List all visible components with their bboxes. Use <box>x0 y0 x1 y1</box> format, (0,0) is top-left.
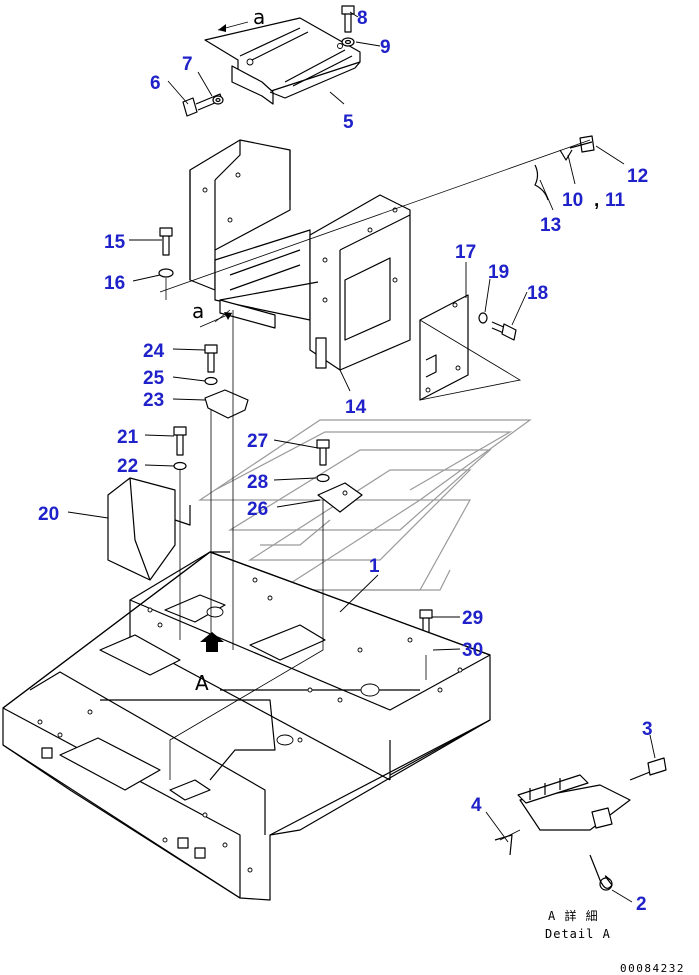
separator: , <box>594 190 599 211</box>
washer-part-19 <box>478 312 488 324</box>
callout-30: 30 <box>462 640 483 661</box>
callout-9: 9 <box>380 37 391 58</box>
upper-frame-part-14 <box>189 139 411 371</box>
bolt-part-18 <box>491 321 517 341</box>
detail-caption-en: Detail A <box>545 927 611 941</box>
callout-15: 15 <box>104 232 126 253</box>
callout-29: 29 <box>462 608 483 629</box>
callout-18: 18 <box>527 283 548 304</box>
bolt-part-15 <box>159 227 173 256</box>
view-labels: a a A <box>192 5 265 695</box>
callout-21: 21 <box>117 427 139 448</box>
callout-13: 13 <box>540 215 561 236</box>
bolt-part-24 <box>204 344 218 373</box>
bolt-part-8 <box>341 5 355 33</box>
washer-part-7 <box>212 95 224 105</box>
callout-6: 6 <box>150 73 161 94</box>
callout-25: 25 <box>143 368 165 389</box>
cover-plate-part-5 <box>204 17 361 105</box>
washer-part-16 <box>158 268 174 278</box>
bolt-part-27 <box>316 439 330 466</box>
callout-23: 23 <box>143 390 164 411</box>
plate-part-23 <box>204 389 249 419</box>
bolt-part-21 <box>173 426 187 456</box>
callout-3: 3 <box>642 719 653 740</box>
base-frame-part-1 <box>2 551 491 901</box>
view-label-a-upper: a <box>253 5 265 29</box>
callout-22: 22 <box>117 456 138 477</box>
cover-part-20 <box>107 477 191 581</box>
assembly-lines <box>159 139 591 780</box>
callout-17: 17 <box>455 242 476 263</box>
view-label-A: A <box>195 671 209 695</box>
view-label-a-lower: a <box>192 299 204 323</box>
washer-part-28 <box>316 473 330 483</box>
callout-28: 28 <box>247 472 268 493</box>
drawing-code: 00084232 <box>620 962 685 975</box>
callout-8: 8 <box>357 8 368 29</box>
plate-part-26 <box>317 482 363 513</box>
callout-27: 27 <box>247 431 268 452</box>
callout-1: 1 <box>369 556 380 577</box>
cover-plate-part-17 <box>419 294 469 401</box>
detail-A-hinge <box>494 757 667 891</box>
callout-10: 10 <box>562 190 583 211</box>
callout-7: 7 <box>182 54 193 75</box>
callout-20: 20 <box>38 504 59 525</box>
callout-2: 2 <box>636 894 647 915</box>
callout-24: 24 <box>143 341 165 362</box>
callout-12: 12 <box>627 166 648 187</box>
leader-lines <box>67 11 656 903</box>
detail-caption-jp: A 詳 細 <box>548 908 599 923</box>
callout-16: 16 <box>104 273 125 294</box>
callout-26: 26 <box>247 499 268 520</box>
washer-part-22 <box>173 461 187 471</box>
callout-19: 19 <box>488 262 509 283</box>
callout-14: 14 <box>345 397 367 418</box>
washer-part-9 <box>341 37 355 47</box>
latch-parts-10-11-12-13 <box>534 135 595 201</box>
view-arrow-A <box>200 632 224 652</box>
washer-part-25 <box>204 376 218 386</box>
callout-4: 4 <box>471 795 482 816</box>
callout-5: 5 <box>343 112 354 133</box>
callout-numbers: 8 9 7 6 5 12 10 , 11 13 15 16 17 19 18 2… <box>38 8 653 915</box>
callout-11: 11 <box>605 190 626 211</box>
